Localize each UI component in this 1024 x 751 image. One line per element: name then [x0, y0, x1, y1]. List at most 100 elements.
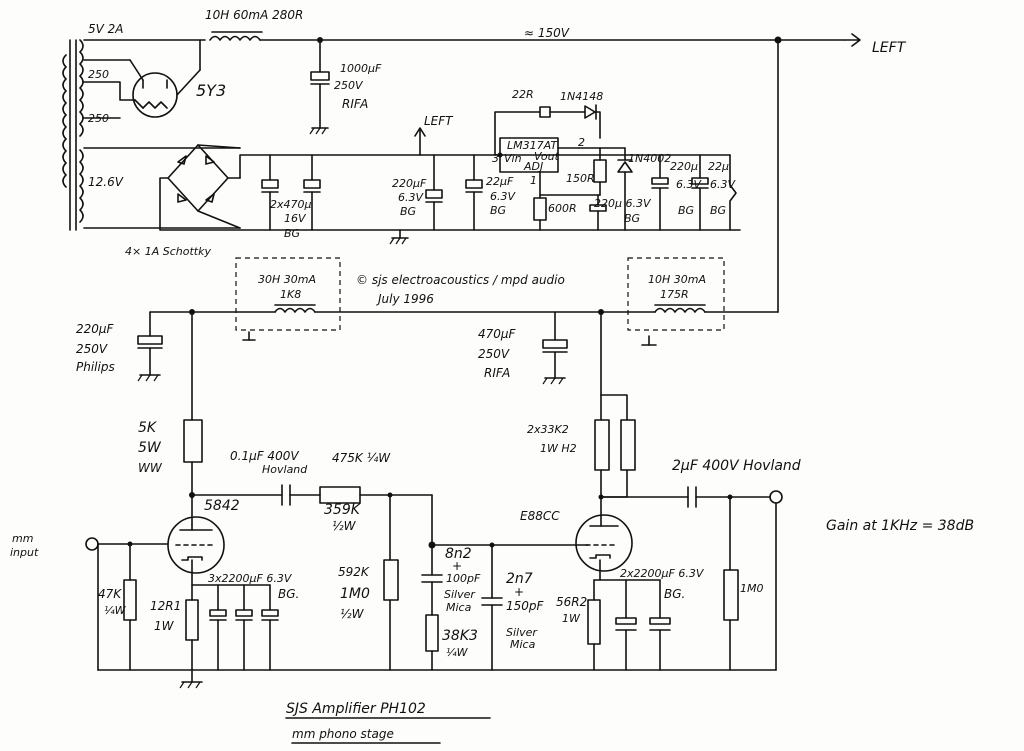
label-diode-4148: 1N4148 — [560, 90, 603, 103]
label-pin-3: 3 — [492, 152, 499, 165]
label-reg-adj: ADJ — [523, 160, 543, 173]
choke-box-right — [627, 257, 725, 331]
label-res-592k-c: ½W — [340, 607, 365, 621]
label-cap-220-3c: BG — [678, 204, 694, 217]
label-hv-rail: ≈ 150V — [524, 26, 570, 40]
label-cap-2x2200-b: BG. — [664, 587, 685, 601]
label-5v-2a: 5V 2A — [88, 22, 124, 36]
label-cap-1000-c: RIFA — [342, 97, 368, 111]
label-cap-2n7-b: + — [514, 585, 524, 599]
label-res-56r2-b: 1W — [562, 612, 581, 625]
main-choke — [209, 35, 261, 41]
label-cap-8n2-e: Mica — [446, 601, 472, 614]
label-cap-1000-b: 250V — [334, 79, 364, 92]
label-cap-220-b: 6.3V — [398, 191, 424, 204]
label-cap-2x470-b: 16V — [284, 212, 307, 225]
title-line1: SJS Amplifier PH102 — [286, 701, 426, 717]
label-res-600r: 600R — [548, 202, 577, 215]
label-250-b: 250 — [88, 112, 109, 125]
label-cap-22-b: 6.3V — [490, 190, 516, 203]
label-cap-2n7-d: Silver — [506, 626, 538, 639]
label-cap-8n2-c: 100pF — [446, 572, 481, 585]
label-left-tap: LEFT — [424, 114, 454, 128]
label-reg-vin: Vin — [504, 152, 522, 165]
rectifier-tube-5y3 — [129, 59, 201, 118]
label-choke-left-a: 30H 30mA — [258, 273, 316, 286]
res-5k — [183, 419, 203, 463]
label-cap-220-a: 220µF — [392, 177, 427, 190]
label-res-2x33k-a: 2x33K2 — [527, 423, 569, 436]
label-pin-2: 2 — [578, 136, 585, 149]
label-cap-220-2a: 220µ 6.3V — [594, 197, 652, 210]
label-res-47k-a: 47K — [98, 587, 122, 601]
label-res-1m0-out: 1M0 — [740, 582, 764, 595]
label-cap-2x470-c: BG — [284, 227, 300, 240]
label-cap-22-2c: BG — [710, 204, 726, 217]
res-12r1 — [185, 599, 199, 641]
label-cap-2n7-a: 2n7 — [506, 571, 533, 587]
label-res-592k-a: 592K — [338, 565, 370, 579]
res-150r — [593, 159, 607, 183]
label-cap-470-b: 250V — [478, 347, 510, 361]
choke-box-left — [235, 257, 341, 331]
label-cap-2x2200: 2x2200µF 6.3V — [620, 567, 705, 580]
label-cap-22-2a: 22µ — [708, 160, 729, 173]
label-cap-22-2b: 6.3V — [710, 178, 736, 191]
res-33k2-a — [594, 419, 610, 471]
label-res-47k-b: ¼W — [104, 604, 127, 617]
res-1m0-out — [723, 569, 739, 621]
label-lm317: LM317AT — [507, 139, 558, 152]
res-33k2-b — [620, 419, 636, 471]
label-main-choke: 10H 60mA 280R — [205, 8, 303, 22]
label-reg-vout: Vout — [534, 150, 560, 163]
copyright-line2: July 1996 — [376, 292, 434, 306]
label-cap-220-phil-b: 250V — [76, 342, 108, 356]
res-56r2 — [587, 599, 601, 645]
label-res-475k: 475K ¼W — [332, 451, 391, 465]
label-res-5k-a: 5K — [138, 420, 158, 436]
label-choke-right-b: 175R — [660, 288, 689, 301]
label-res-2x33k-b: 1W H2 — [540, 442, 577, 455]
label-res-12r1-a: 12R1 — [150, 599, 181, 613]
label-choke-left-b: 1K8 — [280, 288, 301, 301]
label-cap-22-c: BG — [490, 204, 506, 217]
label-res-5k-c: WW — [138, 461, 163, 475]
res-47k — [123, 579, 137, 621]
res-359k — [319, 486, 361, 504]
label-250-a: 250 — [88, 68, 109, 81]
label-res-38k3-a: 38K3 — [442, 628, 478, 644]
label-cap-coupling-b: Hovland — [262, 463, 308, 476]
label-input-a: mm — [12, 532, 33, 545]
label-cap-2n7-e: Mica — [510, 638, 536, 651]
tube-5842 — [167, 516, 225, 601]
label-cap-2n7-c: 150pF — [506, 599, 545, 613]
label-res-12r1-b: 1W — [154, 619, 175, 633]
label-bridge-note: 4× 1A Schottky — [125, 245, 211, 258]
title-line2: mm phono stage — [292, 727, 394, 741]
label-cap-220-c: BG — [400, 205, 416, 218]
label-choke-right-a: 10H 30mA — [648, 273, 706, 286]
label-5y3: 5Y3 — [196, 81, 226, 100]
label-cap-out: 2µF 400V Hovland — [672, 458, 801, 474]
bridge-rectifier — [167, 144, 241, 229]
label-res-592k-b: 1M0 — [340, 586, 370, 602]
label-cap-220-phil-a: 220µF — [76, 322, 115, 336]
label-cap-220-3a: 220µ — [670, 160, 698, 173]
label-cap-220-2b: BG — [624, 212, 640, 225]
label-diode-4002: 1N4002 — [628, 152, 671, 165]
copyright-line1: © sjs electroacoustics / mpd audio — [356, 273, 565, 287]
label-cap-3x2200-a: 3x2200µF 6.3V — [208, 572, 293, 585]
label-cap-8n2-b: + — [452, 559, 462, 573]
label-res-150r: 150R — [566, 172, 595, 185]
label-res-38k3-b: ¼W — [446, 646, 469, 659]
label-res-56r2-a: 56R2 — [556, 595, 587, 609]
label-cap-220-phil-c: Philips — [76, 360, 115, 374]
label-output-left: LEFT — [872, 40, 907, 56]
res-600r — [533, 197, 547, 221]
label-12v6: 12.6V — [88, 175, 124, 189]
label-cap-470-c: RIFA — [484, 366, 510, 380]
label-tube-e88cc: E88CC — [520, 509, 560, 523]
label-cap-1000-a: 1000µF — [340, 62, 382, 75]
label-cap-22-a: 22µF — [486, 175, 514, 188]
